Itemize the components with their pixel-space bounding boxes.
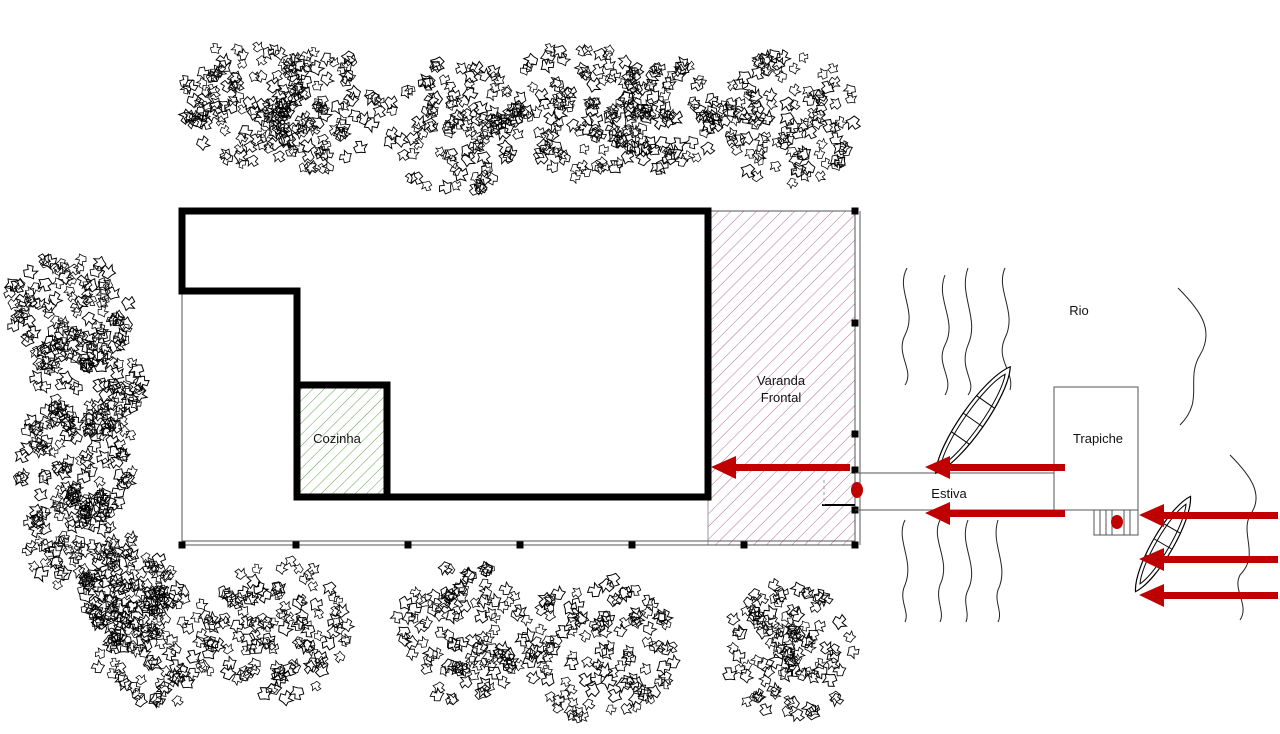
cozinha-walls <box>293 381 391 501</box>
flow-arrow-icon <box>925 502 1065 525</box>
trapiche-dock <box>1053 386 1139 511</box>
tree-canopy-icon <box>251 45 386 177</box>
flow-arrow-icon <box>711 456 850 479</box>
post-markers <box>178 207 859 549</box>
post-marker-icon <box>404 541 412 549</box>
main-house-walls <box>178 207 712 501</box>
post-marker-icon <box>292 541 300 549</box>
flow-arrow-icon <box>1139 548 1278 571</box>
post-marker-icon <box>178 541 186 549</box>
cozinha-label: Cozinha <box>313 431 361 446</box>
tree-canopy-icon <box>720 577 862 723</box>
post-marker-icon <box>851 207 859 215</box>
varanda-label-line1: Varanda <box>757 373 806 388</box>
post-marker-icon <box>851 541 859 549</box>
tree-canopy-icon <box>388 558 534 707</box>
post-marker-icon <box>628 541 636 549</box>
access-marker-icon <box>851 482 863 498</box>
post-marker-icon <box>740 541 748 549</box>
tree-canopy-icon <box>605 55 725 177</box>
estiva-label: Estiva <box>931 486 967 501</box>
tree-canopy-icon <box>381 56 525 197</box>
post-marker-icon <box>851 430 859 438</box>
flow-arrow-icon <box>1139 504 1278 527</box>
cozinha-area <box>297 385 387 496</box>
flow-arrows <box>711 456 1278 607</box>
varanda-frontal-area <box>707 210 856 546</box>
access-marker-icon <box>1111 515 1123 529</box>
post-marker-icon <box>851 466 859 474</box>
tree-canopy-icon <box>201 555 356 708</box>
tree-canopy-icon <box>715 46 862 190</box>
tree-canopy-icon <box>519 572 683 725</box>
flow-arrow-icon <box>925 456 1065 479</box>
rio-label: Rio <box>1069 303 1089 318</box>
varanda-label-line2: Frontal <box>761 390 802 405</box>
post-marker-icon <box>516 541 524 549</box>
post-marker-icon <box>851 319 859 327</box>
trapiche-label: Trapiche <box>1073 431 1123 446</box>
canoe-icon <box>935 365 1011 475</box>
tree-canopy-icon <box>3 251 137 376</box>
flow-arrow-icon <box>1139 584 1278 607</box>
